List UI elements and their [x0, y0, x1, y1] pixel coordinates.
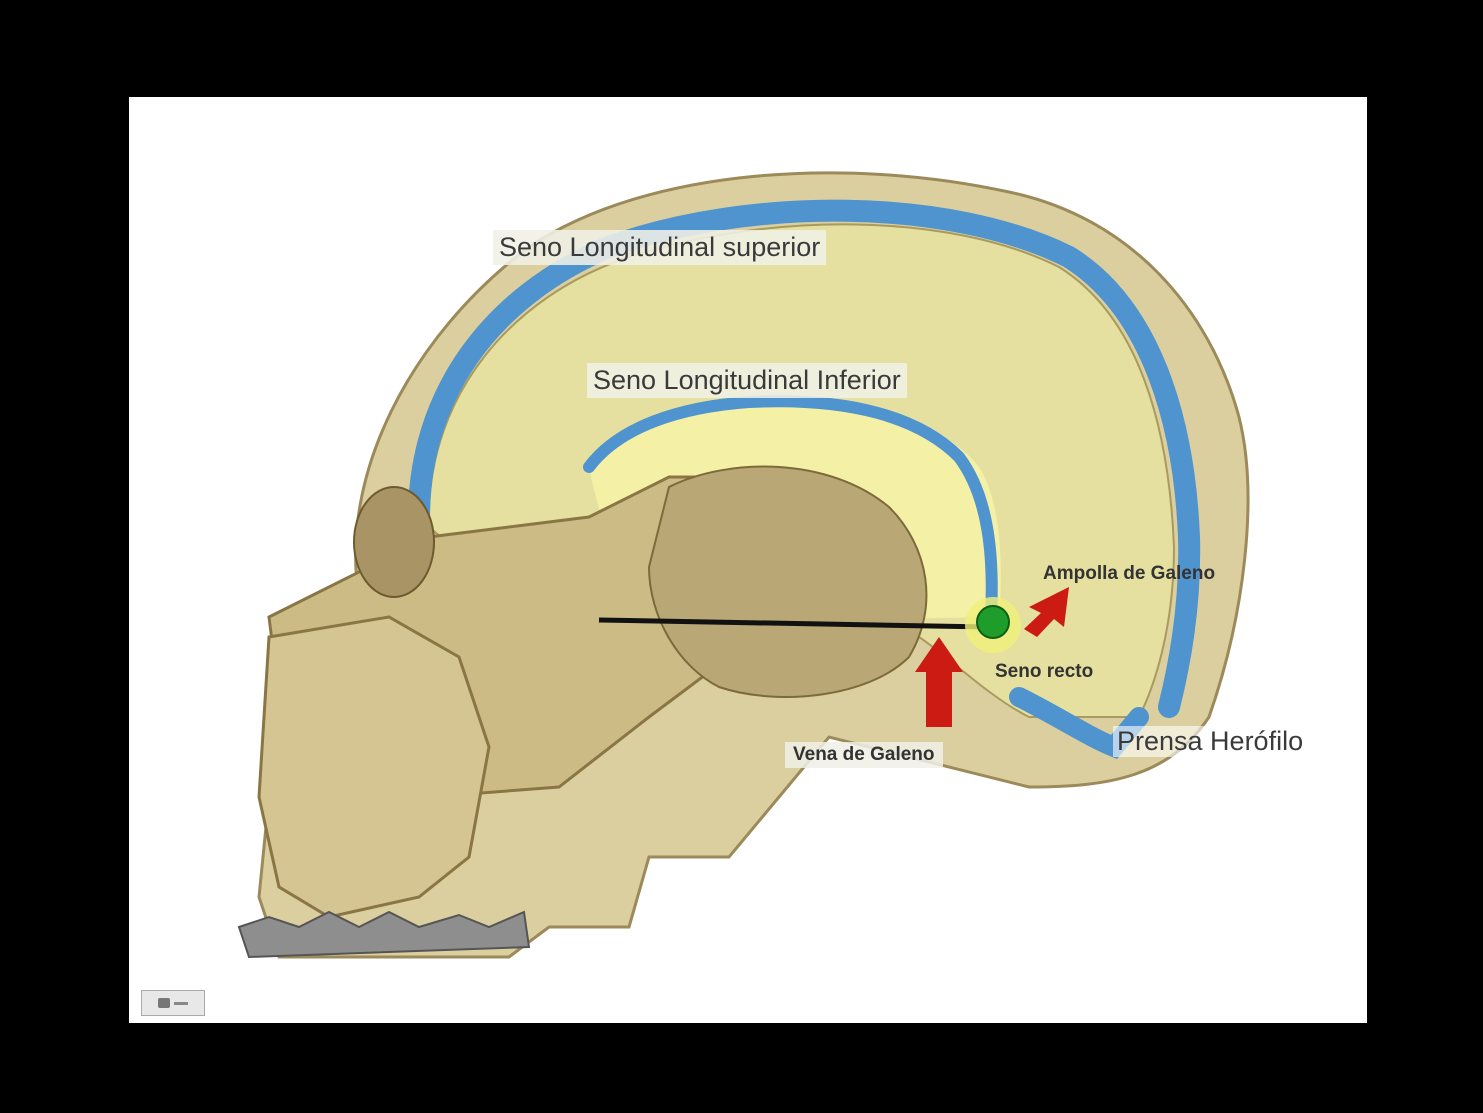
- slide: Seno Longitudinal superior Seno Longitud…: [129, 97, 1367, 1023]
- label-seno-superior: Seno Longitudinal superior: [493, 230, 826, 265]
- label-vena-galeno: Vena de Galeno: [785, 742, 943, 768]
- orbit: [354, 487, 434, 597]
- ampolla-green: [977, 606, 1009, 638]
- label-ampolla: Ampolla de Galeno: [1043, 563, 1215, 585]
- label-seno-recto: Seno recto: [995, 661, 1093, 683]
- label-seno-inferior: Seno Longitudinal Inferior: [587, 363, 907, 398]
- label-prensa: Prensa Herófilo: [1113, 726, 1307, 757]
- slideshow-control-icon[interactable]: [141, 990, 205, 1016]
- slide-bar-icon: [174, 1002, 188, 1005]
- slide-icon: [158, 998, 170, 1008]
